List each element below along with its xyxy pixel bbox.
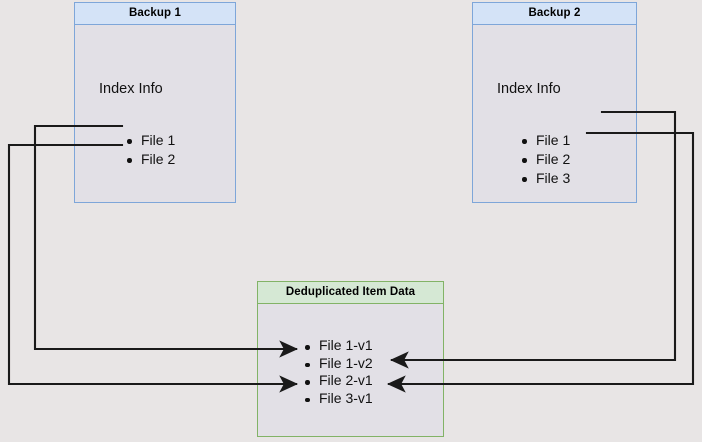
node-backup-2-body: Index Info File 1 File 2 File 3 [473, 25, 636, 202]
list-item[interactable]: File 2 [519, 150, 570, 169]
list-item[interactable]: File 1 [124, 131, 175, 150]
node-backup-1-file-list: File 1 File 2 [124, 131, 175, 169]
list-item[interactable]: File 1-v1 [302, 337, 373, 355]
list-item[interactable]: File 2-v1 [302, 372, 373, 390]
node-backup-1-header: Backup 1 [75, 3, 235, 25]
node-backup-2-index-info-label: Index Info [497, 81, 561, 97]
node-backup-1-index-info-label: Index Info [99, 81, 163, 97]
node-deduplicated-item-data-header: Deduplicated Item Data [258, 282, 443, 304]
list-item[interactable]: File 3-v1 [302, 390, 373, 408]
list-item[interactable]: File 1-v2 [302, 355, 373, 373]
node-backup-2-file-list: File 1 File 2 File 3 [519, 131, 570, 188]
node-backup-2[interactable]: Backup 2 Index Info File 1 File 2 File 3 [472, 2, 637, 203]
list-item[interactable]: File 1 [519, 131, 570, 150]
node-backup-1[interactable]: Backup 1 Index Info File 1 File 2 [74, 2, 236, 203]
node-deduplicated-item-data-body: File 1-v1 File 1-v2 File 2-v1 File 3-v1 [258, 304, 443, 436]
node-deduplicated-item-data[interactable]: Deduplicated Item Data File 1-v1 File 1-… [257, 281, 444, 437]
node-backup-2-header: Backup 2 [473, 3, 636, 25]
node-backup-1-body: Index Info File 1 File 2 [75, 25, 235, 202]
node-deduplicated-file-list: File 1-v1 File 1-v2 File 2-v1 File 3-v1 [302, 337, 373, 407]
list-item[interactable]: File 2 [124, 150, 175, 169]
list-item[interactable]: File 3 [519, 169, 570, 188]
